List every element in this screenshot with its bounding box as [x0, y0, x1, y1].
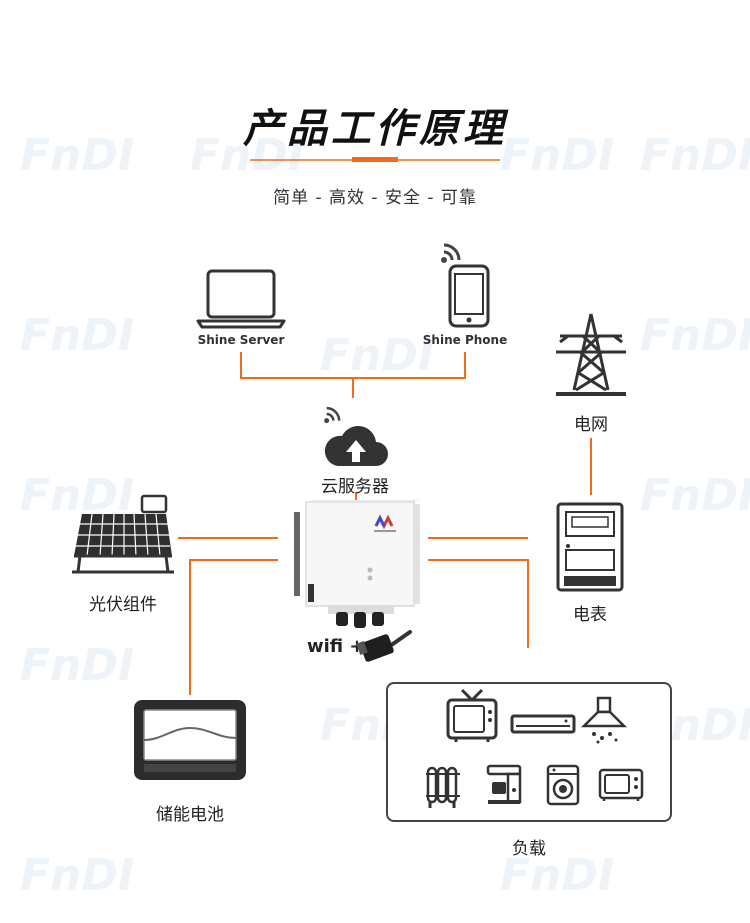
- line-server-phone: [240, 352, 466, 379]
- line-inverter-load: [428, 559, 529, 648]
- laptop-icon: [196, 269, 286, 329]
- load-box: [386, 682, 672, 822]
- air-conditioner-icon: [510, 714, 576, 734]
- power-tower-icon: [556, 313, 626, 396]
- energy-meter-icon: [556, 502, 624, 592]
- solar-panel-icon: [72, 494, 174, 574]
- title-underline-accent: [352, 157, 398, 162]
- pv-label: 光伏组件: [89, 595, 157, 615]
- smartphone-icon: [448, 264, 490, 328]
- shine-phone-label: Shine Phone: [422, 333, 508, 347]
- range-hood-icon: [580, 696, 628, 744]
- line-battery-inverter: [189, 559, 278, 695]
- cloud-server-label: 云服务器: [321, 477, 389, 497]
- shine-server-label: Shine Server: [197, 333, 285, 347]
- page-subtitle: 简单 - 高效 - 安全 - 可靠: [273, 188, 477, 208]
- microwave-icon: [598, 768, 644, 801]
- battery-icon: [134, 700, 246, 780]
- wifi-signal-icon: [324, 406, 341, 424]
- grid-label: 电网: [574, 415, 608, 435]
- tv-icon: [446, 688, 498, 742]
- wifi-dongle-icon: [356, 630, 412, 662]
- wifi-signal-icon: [441, 243, 461, 263]
- page-title: 产品工作原理: [243, 106, 507, 152]
- battery-label: 储能电池: [156, 805, 224, 825]
- inverter-image: [294, 500, 420, 628]
- meter-label: 电表: [573, 605, 607, 625]
- cloud-upload-icon: [324, 426, 388, 466]
- wifi-label: wifi +: [307, 636, 365, 657]
- load-label: 负载: [512, 839, 546, 859]
- washing-machine-icon: [546, 764, 580, 806]
- coffee-machine-icon: [486, 764, 522, 804]
- heater-icon: [426, 766, 460, 808]
